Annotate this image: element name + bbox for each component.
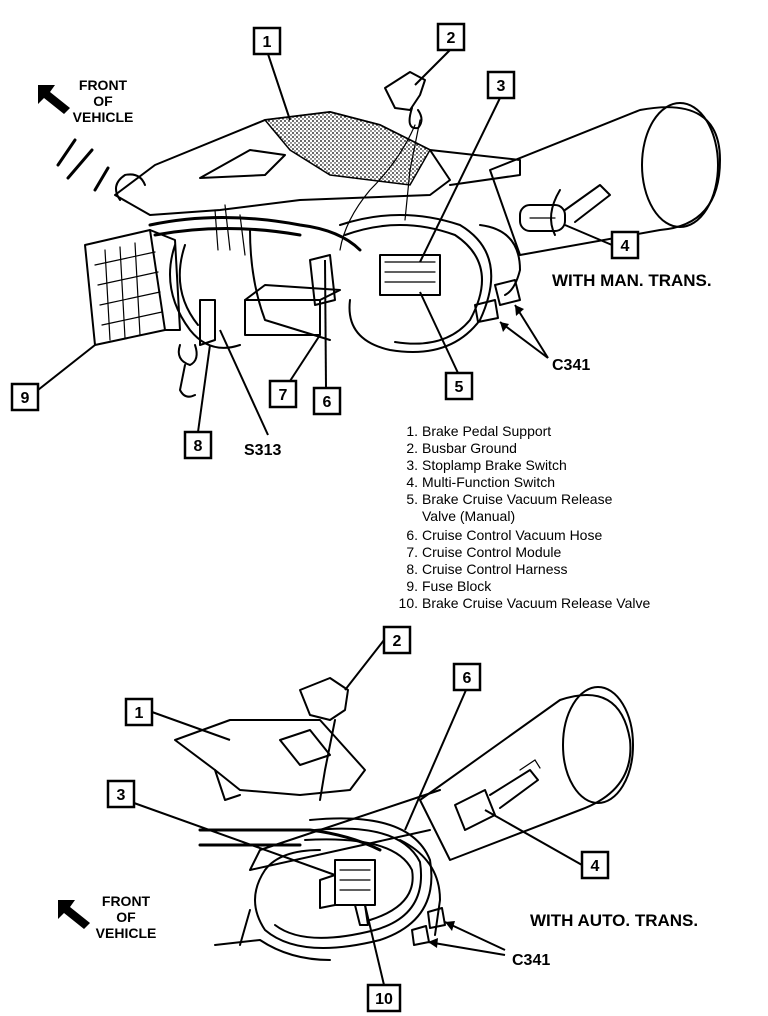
legend-num: 8. <box>406 561 418 577</box>
fuse-block-top <box>84 229 181 346</box>
legend-num: 3. <box>406 457 418 473</box>
legend-item: Multi-Function Switch <box>422 474 555 490</box>
callout-1-top: 1 <box>252 26 291 121</box>
legend-num: 2. <box>406 440 418 456</box>
svg-text:9: 9 <box>21 390 30 407</box>
harness-bottom <box>198 817 441 961</box>
svg-text:7: 7 <box>279 387 288 404</box>
svg-text:6: 6 <box>463 670 472 687</box>
front-of-vehicle-arrow-bottom <box>58 900 90 929</box>
harness-top <box>148 119 521 353</box>
callout-10-bottom: 10 <box>364 904 402 1013</box>
legend-item-cont: Valve (Manual) <box>422 508 515 524</box>
legend-num: 1. <box>406 423 418 439</box>
connector-label-c341-bottom: C341 <box>512 952 550 969</box>
brake-pedal-support-top <box>114 111 521 216</box>
svg-text:4: 4 <box>591 858 600 875</box>
legend-item: Busbar Ground <box>422 440 517 456</box>
svg-text:3: 3 <box>497 78 506 95</box>
transmission-label-auto: WITH AUTO. TRANS. <box>530 911 698 930</box>
svg-text:2: 2 <box>393 633 402 650</box>
switch-area-bottom <box>319 859 376 926</box>
legend-item: Brake Cruise Vacuum Release <box>422 491 613 507</box>
callout-2-bottom: 2 <box>344 625 412 691</box>
legend-item: Fuse Block <box>422 578 492 594</box>
connector-c341-top <box>474 279 521 323</box>
legend-num: 9. <box>406 578 418 594</box>
legend-num: 6. <box>406 527 418 543</box>
legend-item: Cruise Control Harness <box>422 561 568 577</box>
svg-text:10: 10 <box>375 991 393 1008</box>
legend-num: 7. <box>406 544 418 560</box>
legend-item: Brake Pedal Support <box>422 423 551 439</box>
bottom-illustration <box>174 677 634 961</box>
legend-item: Stoplamp Brake Switch <box>422 457 567 473</box>
callout-8-top: 8 <box>183 344 213 460</box>
svg-text:1: 1 <box>263 34 272 51</box>
busbar-ground-top <box>384 71 426 130</box>
direction-label-line2-top: OF <box>93 93 113 109</box>
front-of-vehicle-arrow-top <box>38 85 70 114</box>
direction-label-line1-bottom: FRONT <box>102 893 151 909</box>
splice-label-s313: S313 <box>244 442 281 459</box>
svg-text:8: 8 <box>194 438 203 455</box>
direction-label-line3-top: VEHICLE <box>73 109 134 125</box>
svg-text:1: 1 <box>135 705 144 722</box>
legend-item: Brake Cruise Vacuum Release Valve <box>422 595 650 611</box>
direction-label-line1-top: FRONT <box>79 77 128 93</box>
callout-2-top: 2 <box>414 22 466 86</box>
svg-text:3: 3 <box>117 787 126 804</box>
connector-label-c341-top: C341 <box>552 357 590 374</box>
callout-6-bottom: 6 <box>404 662 482 831</box>
brake-pedal-support-bottom <box>174 719 366 801</box>
busbar-ground-bottom <box>299 677 349 801</box>
svg-text:2: 2 <box>447 30 456 47</box>
transmission-label-manual: WITH MAN. TRANS. <box>552 271 712 290</box>
direction-label-line2-bottom: OF <box>116 909 136 925</box>
callout-5-top: 5 <box>419 291 474 401</box>
legend-num: 5. <box>406 491 418 507</box>
connector-c341-bottom <box>411 907 446 946</box>
steering-column-top <box>489 102 721 256</box>
legend-item: Cruise Control Module <box>422 544 561 560</box>
callout-3-bottom: 3 <box>106 779 336 876</box>
callout-6-top: 6 <box>312 259 342 416</box>
callout-7-top: 7 <box>268 334 321 409</box>
switch-area-top <box>177 254 441 398</box>
top-illustration <box>56 71 721 398</box>
c341-leaders-top <box>499 304 549 359</box>
callout-9-top: 9 <box>10 344 96 412</box>
svg-text:4: 4 <box>621 238 630 255</box>
legend-item: Cruise Control Vacuum Hose <box>422 527 602 543</box>
callout-4-bottom: 4 <box>484 809 610 880</box>
direction-label-line3-bottom: VEHICLE <box>96 925 157 941</box>
legend: 1. Brake Pedal Support 2. Busbar Ground … <box>399 423 651 611</box>
callout-4-top: 4 <box>564 224 640 260</box>
c341-leaders-bottom <box>427 921 506 956</box>
svg-text:6: 6 <box>323 394 332 411</box>
legend-num: 10. <box>399 595 418 611</box>
splice-s313-leader <box>219 329 269 436</box>
svg-text:5: 5 <box>455 379 464 396</box>
steering-column-bottom <box>249 686 634 871</box>
callout-1-bottom: 1 <box>124 697 231 741</box>
callout-3-top: 3 <box>419 70 516 263</box>
legend-num: 4. <box>406 474 418 490</box>
